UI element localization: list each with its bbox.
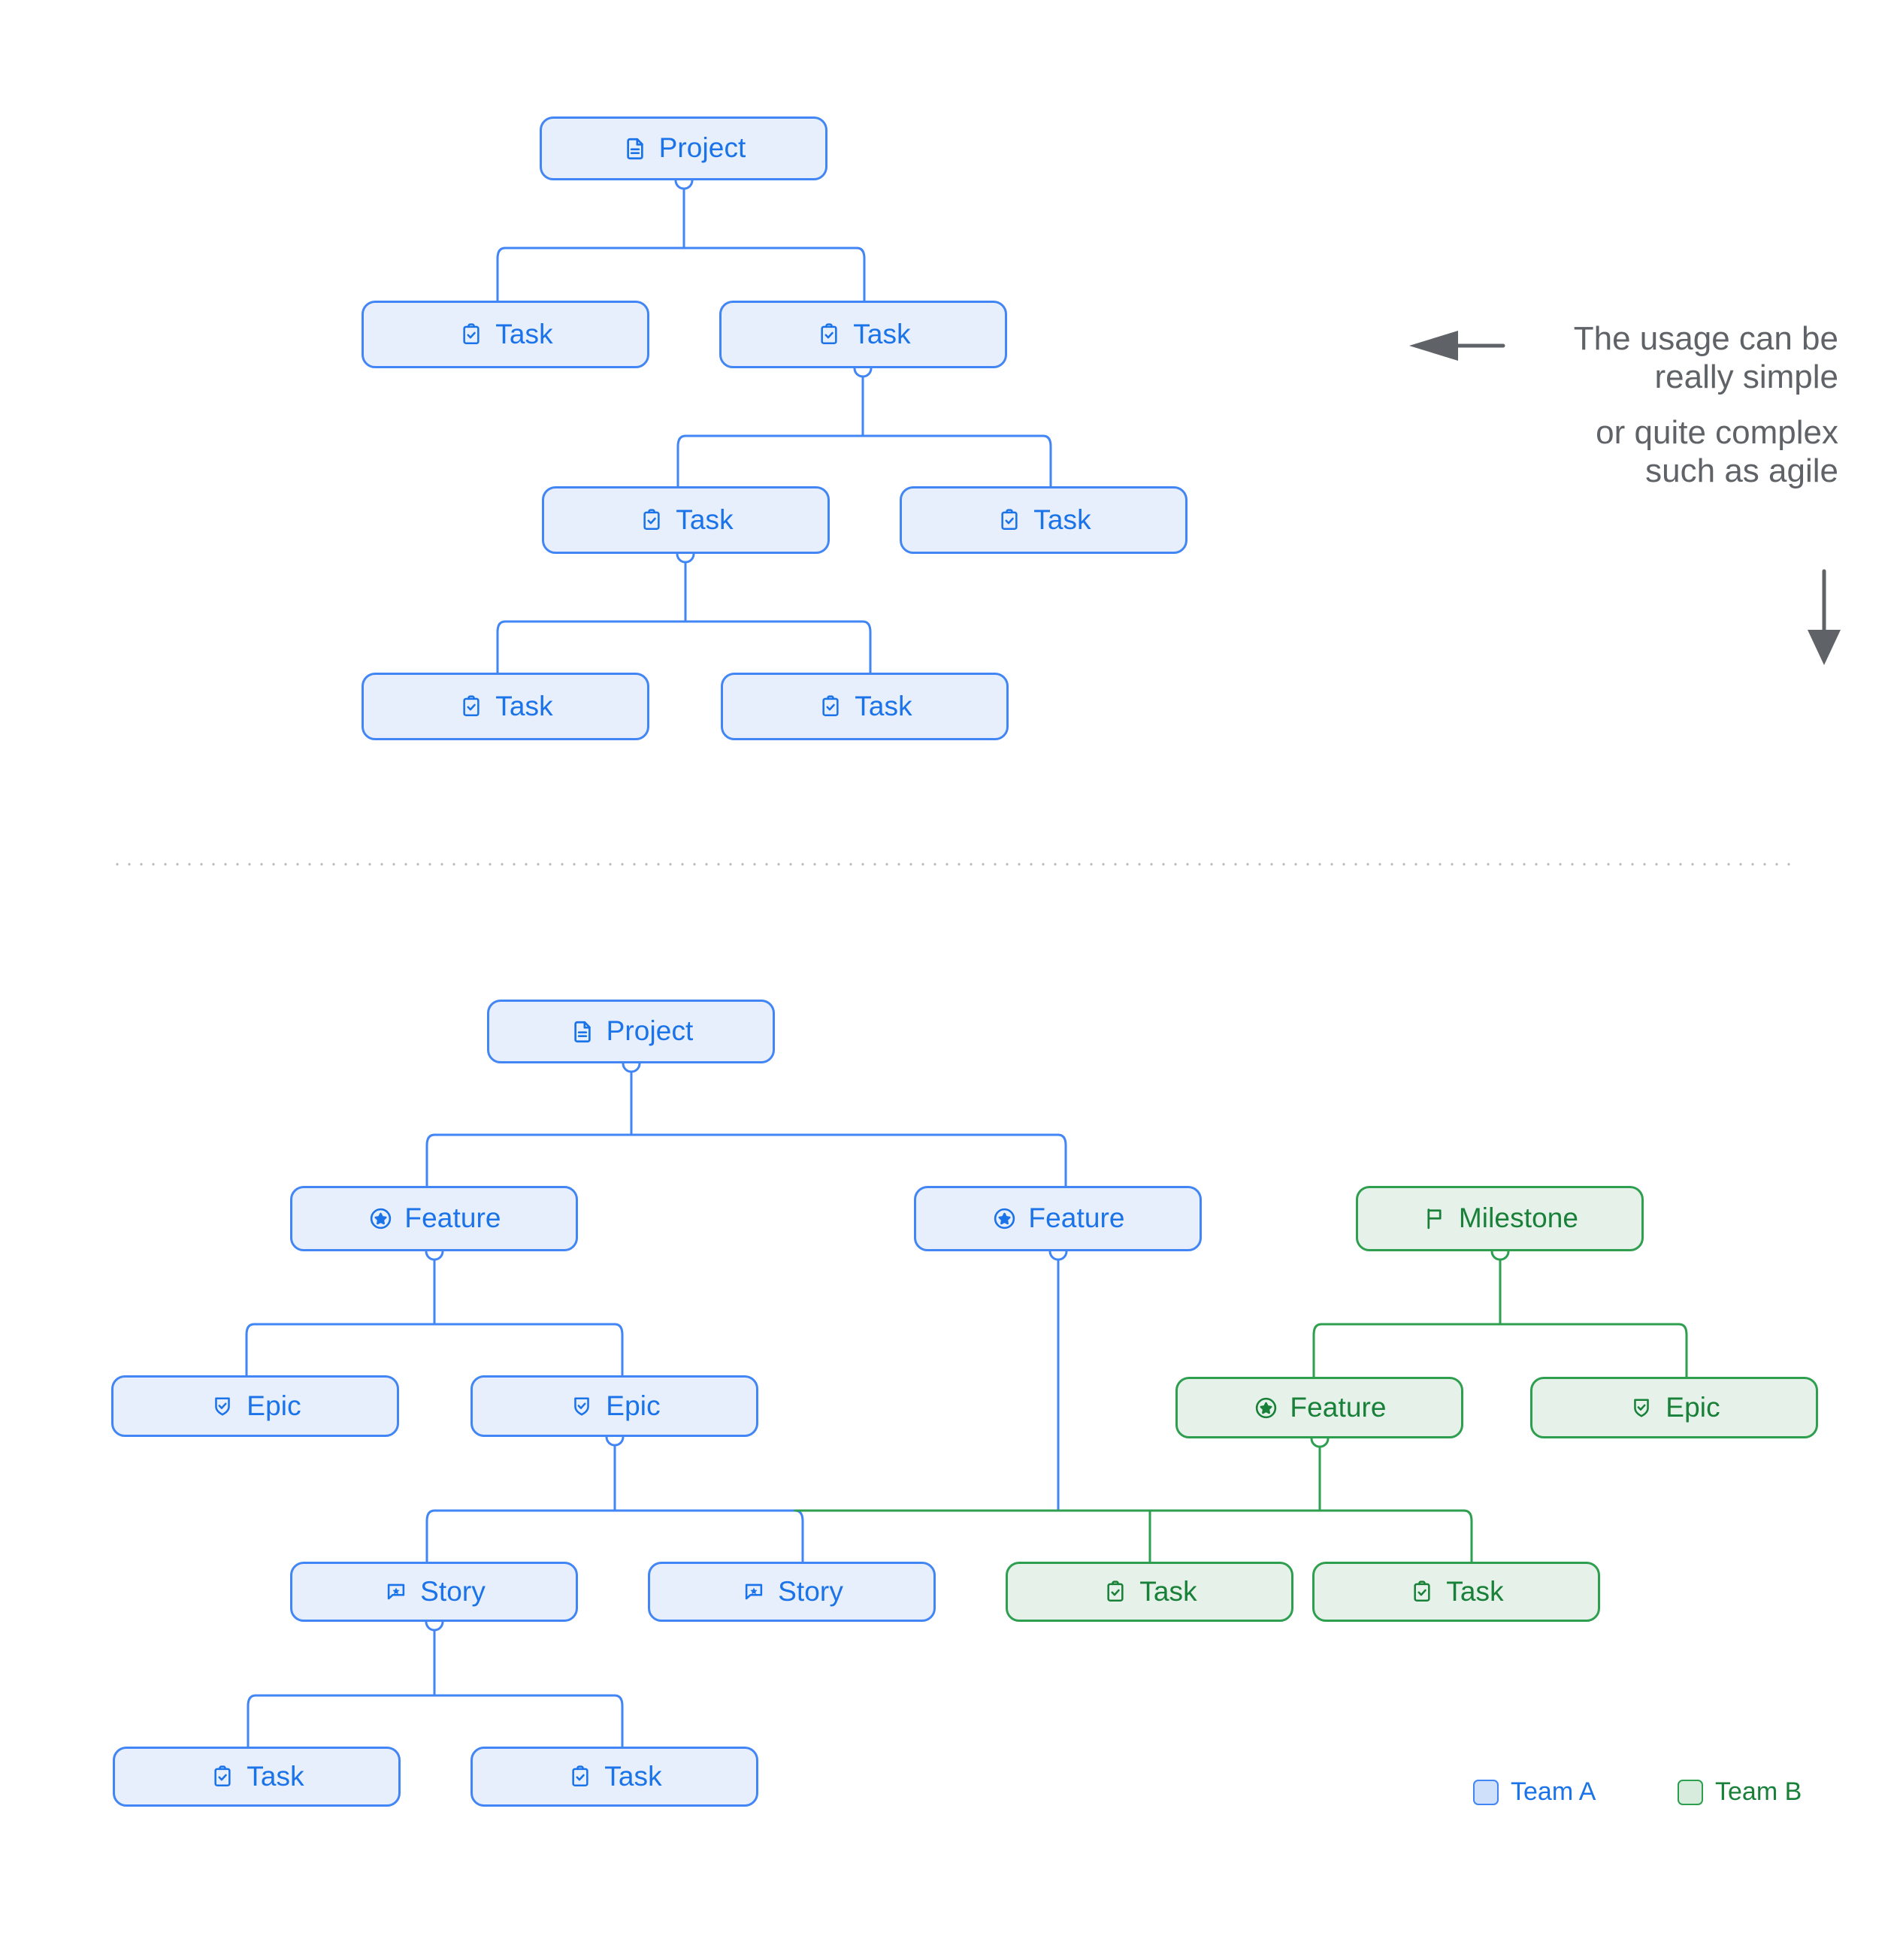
document-icon (622, 135, 649, 162)
node-epic[interactable]: Epic (111, 1375, 399, 1437)
node-label: Task (676, 504, 734, 535)
node-label: Epic (606, 1390, 661, 1421)
clipboard-check-icon (817, 693, 844, 720)
clipboard-check-icon (815, 321, 843, 348)
clipboard-check-icon (458, 321, 485, 348)
clipboard-check-icon (1408, 1578, 1436, 1605)
node-label: Task (1446, 1575, 1504, 1607)
shield-check-icon (568, 1393, 595, 1420)
annotation-text: The usage can be really simple or quite … (1428, 319, 1838, 491)
node-label: Task (853, 318, 911, 349)
node-project[interactable]: Project (540, 116, 827, 180)
document-icon (569, 1018, 596, 1045)
clipboard-check-icon (567, 1763, 594, 1790)
node-label: Feature (1290, 1391, 1387, 1423)
node-story[interactable]: Story (290, 1562, 578, 1622)
annotation-line-4: such as agile (1645, 452, 1838, 490)
node-task[interactable]: Task (113, 1747, 401, 1807)
node-label: Task (855, 690, 912, 721)
node-task[interactable]: Task (900, 486, 1187, 554)
node-task[interactable]: Task (362, 673, 649, 740)
node-story[interactable]: Story (648, 1562, 936, 1622)
node-label: Task (495, 318, 553, 349)
legend-label-team-b: Team B (1715, 1777, 1802, 1806)
node-task[interactable]: Task (1006, 1562, 1293, 1622)
node-label: Task (247, 1760, 304, 1792)
node-label: Story (420, 1575, 486, 1607)
star-circle-icon (1252, 1394, 1279, 1421)
annotation-line-3: or quite complex (1596, 413, 1838, 451)
clipboard-check-icon (996, 507, 1023, 534)
star-circle-icon (367, 1205, 394, 1233)
node-epic[interactable]: Epic (1530, 1377, 1818, 1438)
node-task[interactable]: Task (362, 301, 649, 368)
node-feature[interactable]: Feature (290, 1186, 578, 1251)
node-label: Epic (1666, 1391, 1720, 1423)
clipboard-check-icon (1102, 1578, 1129, 1605)
node-task[interactable]: Task (542, 486, 830, 554)
node-label: Task (1033, 504, 1091, 535)
clipboard-check-icon (458, 693, 485, 720)
annotation-line-2: really simple (1654, 358, 1838, 396)
legend-label-team-a: Team A (1511, 1777, 1596, 1806)
node-label: Milestone (1458, 1202, 1579, 1233)
legend-team-b[interactable]: Team B (1678, 1777, 1802, 1807)
node-feature[interactable]: Feature (1175, 1377, 1463, 1438)
node-label: Feature (1028, 1202, 1125, 1233)
section-divider (111, 863, 1792, 866)
legend-swatch-green (1678, 1779, 1703, 1805)
shield-check-icon (209, 1393, 236, 1420)
node-task[interactable]: Task (470, 1747, 758, 1807)
speech-star-icon (740, 1578, 767, 1605)
node-label: Task (495, 690, 553, 721)
node-label: Epic (247, 1390, 301, 1421)
annotation-line-1: The usage can be (1573, 320, 1838, 357)
node-label: Project (658, 132, 746, 163)
node-label: Task (604, 1760, 662, 1792)
legend-team-a[interactable]: Team A (1473, 1777, 1596, 1807)
shield-check-icon (1628, 1394, 1655, 1421)
node-project[interactable]: Project (487, 1000, 775, 1063)
clipboard-check-icon (209, 1763, 236, 1790)
clipboard-check-icon (638, 507, 665, 534)
node-feature[interactable]: Feature (914, 1186, 1202, 1251)
legend-swatch-blue (1473, 1779, 1499, 1805)
node-label: Task (1139, 1575, 1197, 1607)
node-task[interactable]: Task (719, 301, 1007, 368)
flag-icon (1421, 1205, 1448, 1233)
speech-star-icon (383, 1578, 410, 1605)
node-label: Feature (404, 1202, 501, 1233)
node-label: Project (606, 1015, 694, 1046)
node-epic[interactable]: Epic (470, 1375, 758, 1437)
node-milestone[interactable]: Milestone (1356, 1186, 1644, 1251)
node-label: Story (778, 1575, 843, 1607)
node-task[interactable]: Task (721, 673, 1009, 740)
star-circle-icon (991, 1205, 1018, 1233)
node-task[interactable]: Task (1312, 1562, 1600, 1622)
